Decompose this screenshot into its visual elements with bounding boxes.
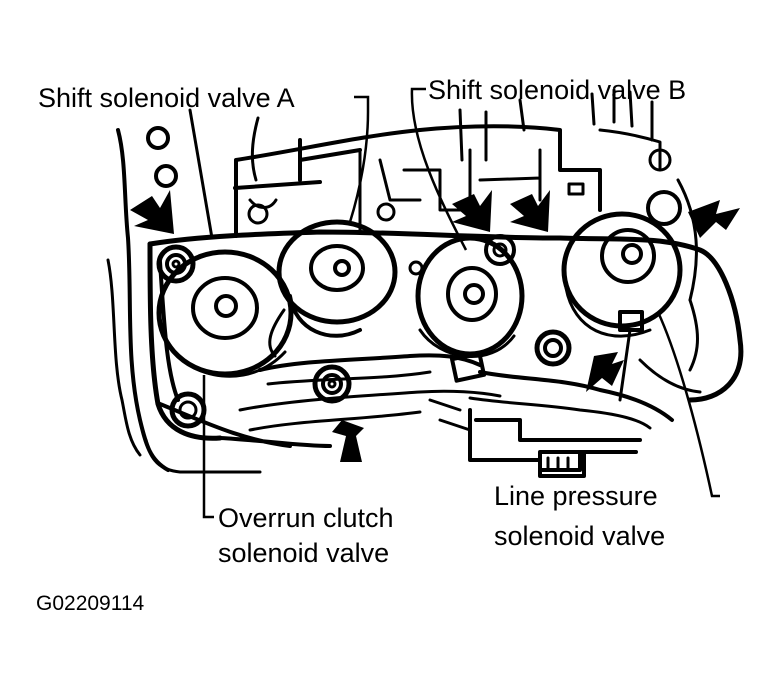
arrow-icons — [130, 190, 740, 462]
solid-arrow-icon — [130, 190, 174, 234]
label-line-pressure-line1: Line pressure — [494, 481, 658, 511]
leader-lines — [202, 87, 720, 519]
figure-id: G02209114 — [36, 592, 145, 615]
label-overrun-line2: solenoid valve — [218, 538, 389, 568]
valve-body-drawing — [106, 88, 744, 478]
label-overrun-line1: Overrun clutch — [218, 503, 394, 533]
solid-arrow-icon — [510, 190, 550, 232]
callout-labels: Shift solenoid valve A Shift solenoid va… — [36, 75, 686, 615]
label-shift-solenoid-a: Shift solenoid valve A — [38, 83, 295, 113]
label-line-pressure-line2: solenoid valve — [494, 521, 665, 551]
solid-arrow-icon — [688, 200, 740, 238]
solid-arrow-icon — [332, 420, 364, 462]
solid-arrow-icon — [452, 190, 492, 232]
label-shift-solenoid-b: Shift solenoid valve B — [428, 75, 686, 105]
solid-arrow-icon — [586, 352, 624, 392]
